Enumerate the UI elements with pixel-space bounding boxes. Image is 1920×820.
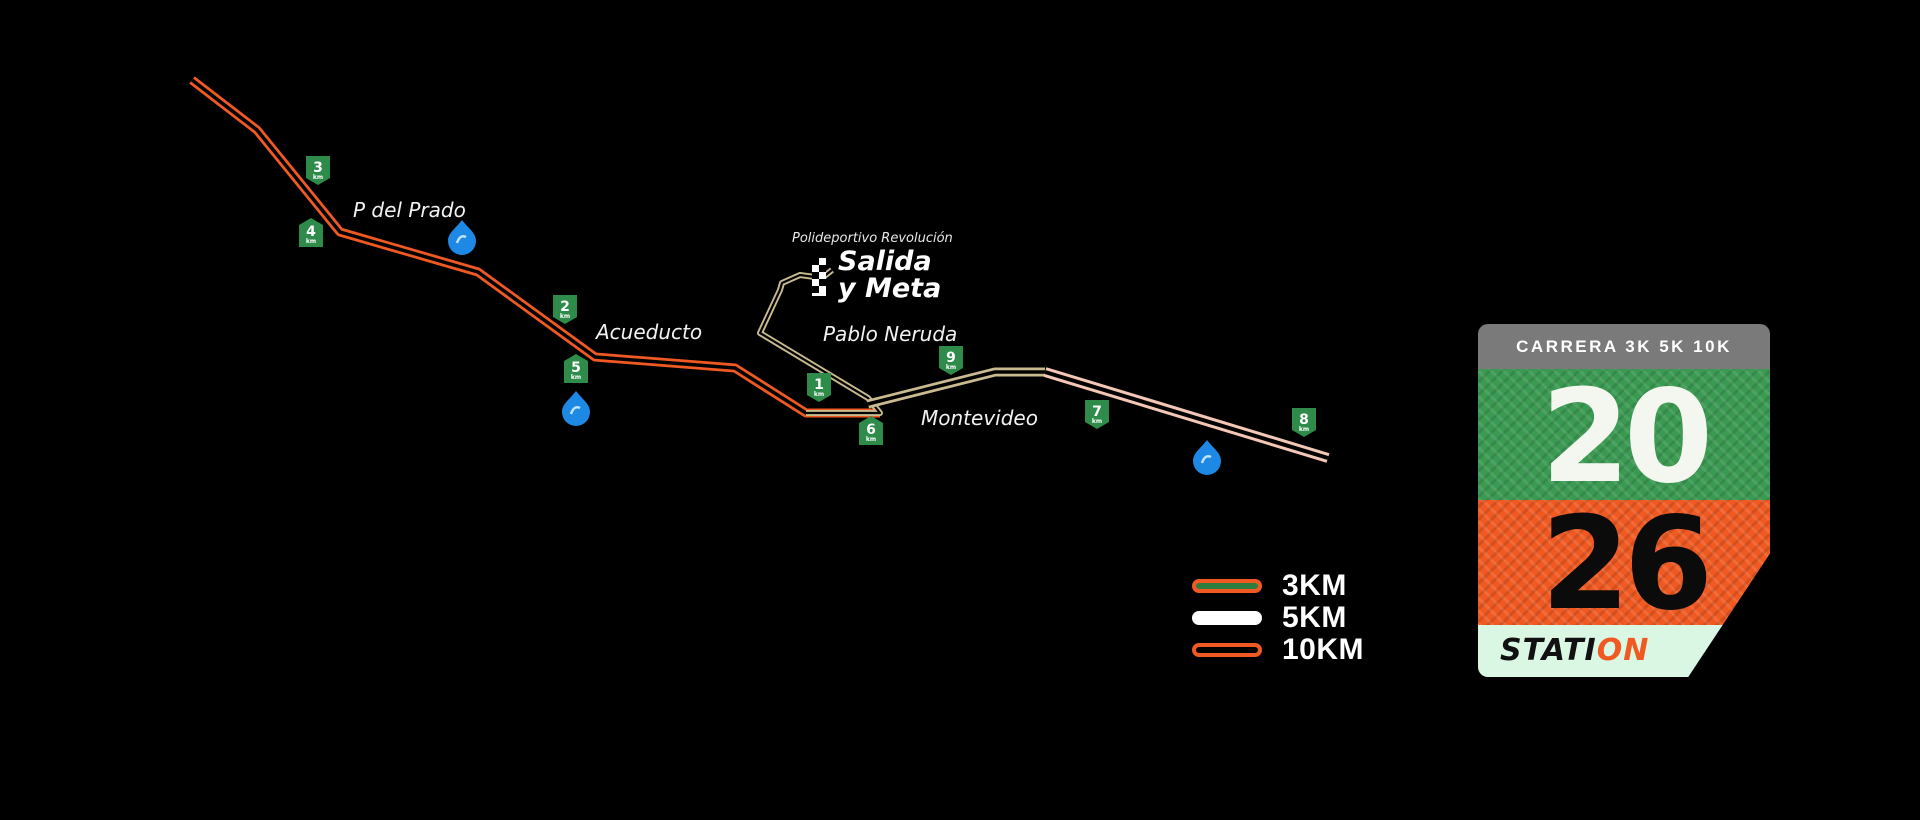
svg-text:km: km [571,374,581,381]
badge-green-band [1478,369,1770,500]
street-label-montevideo: Montevideo [921,406,1038,430]
legend-item-10km: 10KM [1192,633,1365,666]
water-drop-icon [1193,440,1221,475]
legend-label: 3KM [1282,569,1347,602]
route-montevideo [866,367,1045,409]
water-drop-icon [448,220,476,255]
svg-text:km: km [306,238,316,245]
svg-text:1: 1 [814,377,824,393]
svg-text:6: 6 [866,422,876,438]
water-drop-icon [562,391,590,426]
checkered-flag-icon [812,258,826,296]
legend-swatch-10km [1192,643,1262,657]
badge-year-top: 20 [1540,363,1713,512]
badge-orange-band [1478,500,1770,625]
svg-text:2: 2 [560,299,570,315]
svg-text:4: 4 [306,224,316,240]
badge-title: CARRERA 3K 5K 10K [1516,336,1732,356]
brand-logo-part1: STATI [1500,633,1597,668]
brand-logo-part2: ON [1596,633,1650,668]
km-marker: 5 km [564,354,588,383]
badge-year-bottom: 26 [1540,490,1713,639]
legend-swatch-3km [1192,579,1262,593]
event-badge: CARRERA 3K 5K 10K 20 26 STATION [1478,324,1770,677]
svg-text:km: km [1092,418,1102,425]
legend-swatch-5km [1192,611,1262,625]
brand-logo: STATION [1500,633,1649,668]
street-label-prado: P del Prado [353,198,466,222]
street-label-neruda: Pablo Neruda [823,322,957,346]
svg-text:7: 7 [1092,404,1102,420]
km-marker: 1 km [807,373,831,402]
route-lines [189,76,1330,463]
route-10k-west [189,76,880,418]
svg-text:km: km [866,436,876,443]
svg-text:5: 5 [571,360,581,376]
km-marker: 6 km [859,416,883,445]
legend-item-5km: 5KM [1192,601,1364,634]
svg-text:km: km [313,174,323,181]
km-marker: 3 km [306,156,330,185]
badge-body: CARRERA 3K 5K 10K 20 26 STATION [1478,324,1770,677]
start-finish-line2: y Meta [838,273,941,304]
km-marker: 4 km [299,218,323,247]
svg-text:8: 8 [1299,412,1309,428]
legend-item-3km: 3KM [1192,569,1364,602]
svg-text:km: km [814,391,824,398]
street-label-acueducto: Acueducto [594,320,702,344]
km-marker: 8 km [1292,408,1316,437]
legend-label: 10KM [1282,633,1365,666]
svg-text:km: km [1299,426,1309,433]
legend-label: 5KM [1282,601,1347,634]
distance-legend: 3KM 5KM 10KM [1192,569,1365,666]
svg-text:9: 9 [946,350,956,366]
km-markers: 1 km 2 km 3 km 4 km 5 km 6 km [299,156,1316,445]
venue-name: Polideportivo Revolución [792,231,953,246]
svg-text:km: km [560,313,570,320]
water-stations [448,220,1221,475]
svg-text:3: 3 [313,160,323,176]
svg-text:km: km [946,364,956,371]
km-marker: 2 km [553,295,577,324]
km-marker: 7 km [1085,400,1109,429]
start-finish-line1: Salida [838,246,932,277]
badge-header: CARRERA 3K 5K 10K [1478,324,1770,369]
km-marker: 9 km [939,346,963,375]
